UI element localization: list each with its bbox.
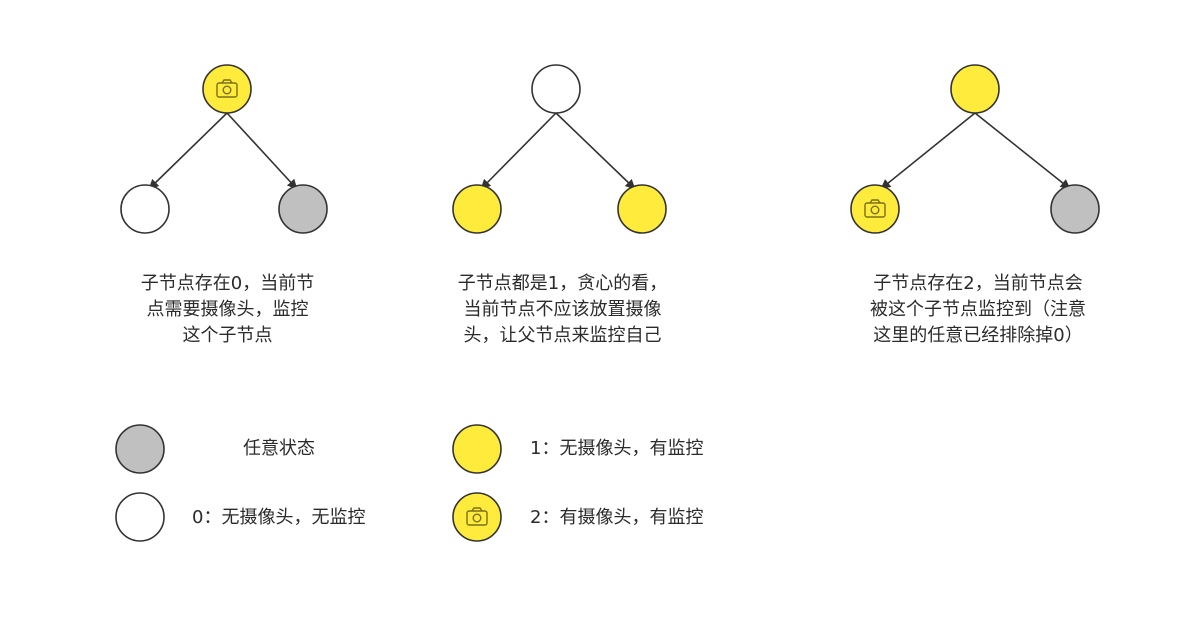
- tree-3-root-node: [950, 64, 1000, 114]
- tree-1-root-node: [202, 64, 252, 114]
- tree-1-left-node: [120, 184, 170, 234]
- tree-2: [452, 64, 667, 234]
- tree-3-caption-line-1: 子节点存在2，当前节点会: [873, 273, 1083, 294]
- tree-3-caption-line-2: 被这个子节点监控到（注意: [870, 299, 1086, 320]
- tree-3-caption-line-3: 这里的任意已经排除掉0）: [873, 325, 1083, 346]
- tree-3-left-node: [850, 184, 900, 234]
- camera-icon: [216, 79, 238, 98]
- legend-label-2: 2：有摄像头，有监控: [530, 507, 704, 528]
- legend-label-1: 1：无摄像头，有监控: [530, 438, 704, 459]
- tree-2-caption-line-2: 当前节点不应该放置摄像: [463, 299, 662, 320]
- legend: [115, 424, 502, 542]
- tree-1-edge-left: [148, 112, 228, 190]
- legend-node-any: [115, 424, 165, 474]
- tree-2-edge-left: [480, 112, 557, 190]
- tree-2-caption-line-3: 头，让父节点来监控自己: [463, 325, 662, 346]
- tree-2-root-node: [531, 64, 581, 114]
- legend-label-0: 0：无摄像头，无监控: [192, 507, 366, 528]
- legend-label-any: 任意状态: [243, 438, 315, 459]
- tree-2-caption: 子节点都是1，贪心的看， 当前节点不应该放置摄像 头，让父节点来监控自己: [430, 271, 695, 349]
- tree-3-caption: 子节点存在2，当前节点会 被这个子节点监控到（注意 这里的任意已经排除掉0）: [843, 271, 1113, 349]
- tree-2-caption-line-1: 子节点都是1，贪心的看，: [457, 273, 668, 294]
- tree-1: [120, 64, 328, 234]
- tree-1-caption-line-2: 点需要摄像头，监控: [146, 299, 309, 320]
- camera-icon: [864, 199, 886, 218]
- legend-node-0: [115, 492, 165, 542]
- tree-1-caption-line-3: 这个子节点: [182, 325, 273, 346]
- tree-3-right-node: [1050, 184, 1100, 234]
- tree-1-edge-right: [226, 112, 298, 190]
- tree-2-right-node: [617, 184, 667, 234]
- tree-2-edge-right: [555, 112, 636, 190]
- tree-1-right-node: [278, 184, 328, 234]
- tree-3: [850, 64, 1100, 234]
- tree-3-edge-right: [974, 112, 1071, 190]
- tree-3-edge-left: [880, 112, 976, 190]
- tree-1-caption-line-1: 子节点存在0，当前节: [140, 273, 315, 294]
- camera-icon: [466, 507, 488, 526]
- tree-1-caption: 子节点存在0，当前节 点需要摄像头，监控 这个子节点: [110, 271, 345, 349]
- legend-node-2: [452, 492, 502, 542]
- tree-2-left-node: [452, 184, 502, 234]
- legend-node-1: [452, 424, 502, 474]
